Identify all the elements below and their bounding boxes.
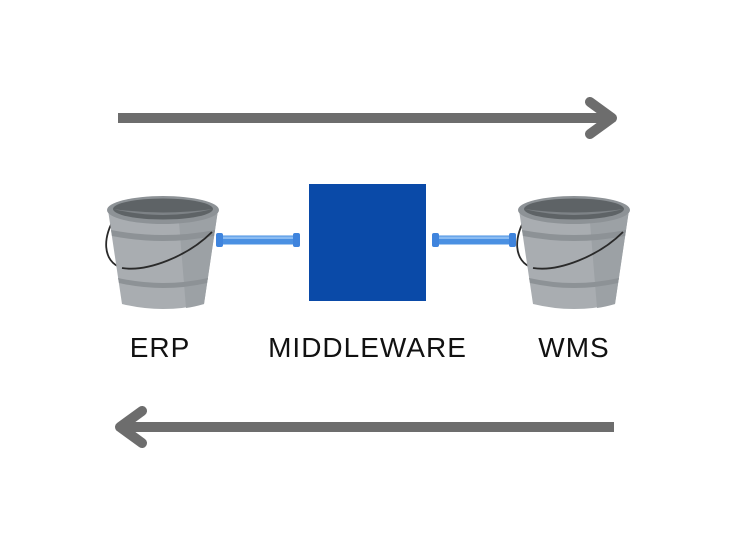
arrow-left-icon bbox=[115, 406, 614, 448]
middleware-label: MIDDLEWARE bbox=[268, 332, 467, 363]
wms-label: WMS bbox=[538, 332, 610, 363]
wms-bucket-icon bbox=[516, 195, 631, 310]
erp-bucket-icon bbox=[105, 195, 220, 310]
arrow-right-icon bbox=[118, 97, 617, 139]
right-pipe-icon bbox=[432, 233, 516, 247]
erp-label: ERP bbox=[129, 332, 191, 363]
left-pipe-icon bbox=[216, 233, 300, 247]
middleware-box bbox=[309, 184, 426, 301]
